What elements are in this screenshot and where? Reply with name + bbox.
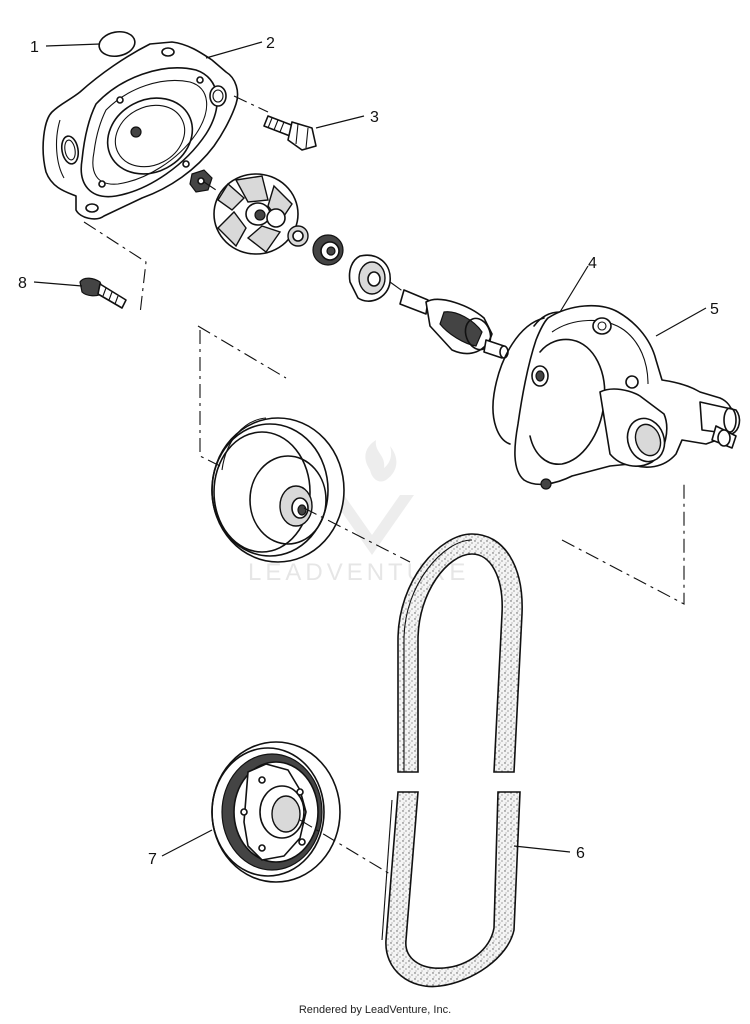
callout-7: 7 [148,851,157,868]
part-5-pump-housing [514,304,741,490]
callout-1: 1 [30,39,39,56]
callout-2: 2 [266,35,275,52]
callout-6: 6 [576,845,585,862]
callout-5: 5 [710,301,719,318]
part-1-gasket [98,30,136,58]
callout-8: 8 [18,275,27,292]
callout-labels: 1 2 3 4 5 6 7 8 [18,35,719,868]
assembly-guide-lines [83,95,685,875]
part-3-bolt [263,115,317,151]
pump-pulley [211,417,345,563]
watermark-logo [330,440,414,555]
part-2-pump-cover [42,41,239,220]
part-6-drive-belt [381,533,523,988]
render-credit: Rendered by LeadVenture, Inc. [298,1004,452,1016]
part-8-bolt [79,277,127,309]
callout-4: 4 [588,255,597,272]
callout-3: 3 [370,109,379,126]
impeller [189,169,509,359]
part-7-crank-pulley [211,741,341,883]
leader-lines [33,41,707,857]
